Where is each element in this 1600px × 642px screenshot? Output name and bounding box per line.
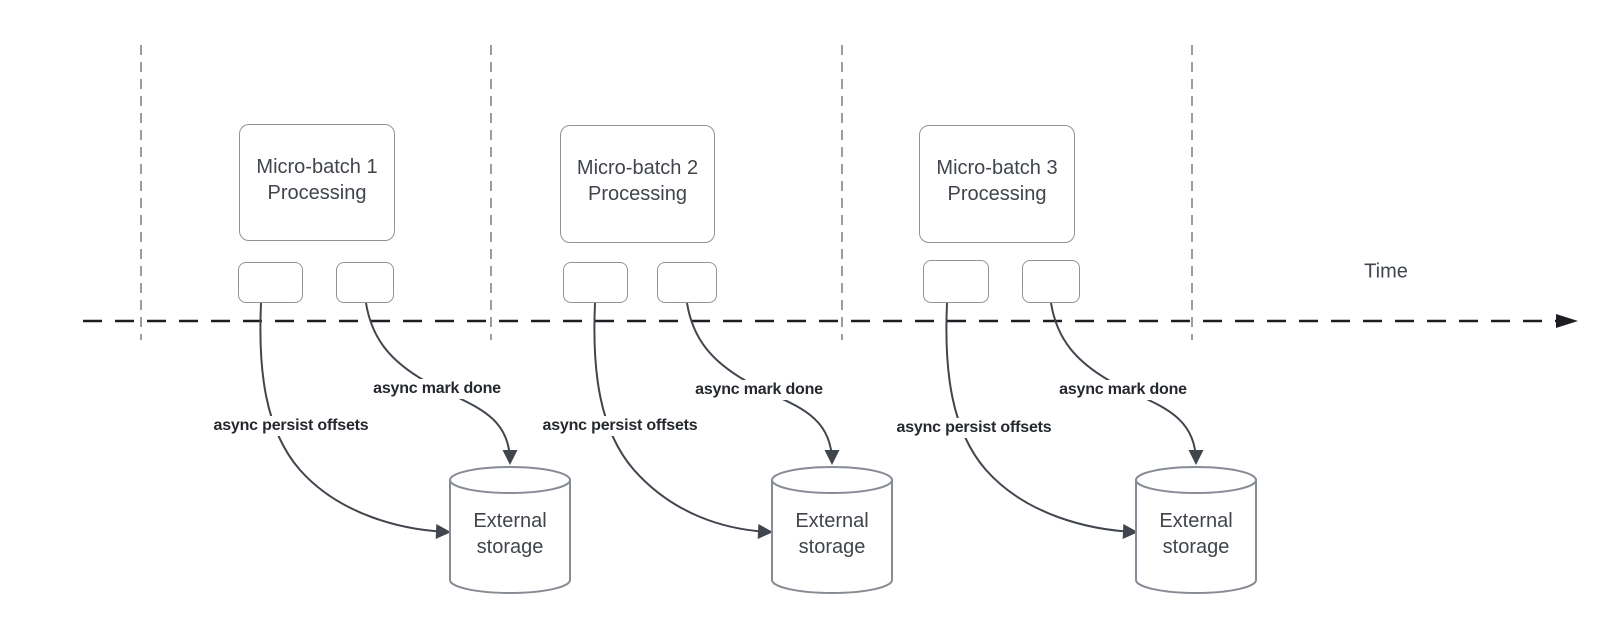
external-storage-cylinder-2 [771,466,893,594]
mark-done-task-box-2 [657,262,717,303]
persist-task-box-1 [238,262,303,303]
micro-batch-3-title-line1: Micro-batch 3 [936,157,1058,179]
external-storage-2-line2: storage [798,536,866,558]
external-storage-1-line2: storage [476,536,544,558]
external-storage-3-line2: storage [1162,536,1230,558]
external-storage-label-1: External storage [450,474,570,594]
persist-offsets-label-1: async persist offsets [210,416,372,436]
persist-offsets-arrow-2 [593,302,773,539]
persist-offsets-label-2: async persist offsets [539,416,701,436]
persist-offsets-arrow-1 [259,302,451,539]
mark-done-label-1: async mark done [370,379,504,399]
mark-done-task-box-3 [1022,260,1080,303]
micro-batch-2-title-line1: Micro-batch 2 [576,157,699,179]
persist-offsets-arrow-3 [945,302,1138,539]
external-storage-cylinder-1 [449,466,571,594]
micro-batch-2-title-line2: Processing [588,183,687,205]
micro-batch-2-box: Micro-batch 2 Processing [560,125,715,243]
external-storage-3-line1: External [1159,510,1233,532]
persist-offsets-label-3: async persist offsets [893,418,1055,438]
external-storage-label-2: External storage [772,474,892,594]
mark-done-label-2: async mark done [692,380,826,400]
micro-batch-3-title-line2: Processing [947,183,1047,205]
micro-batch-3-box: Micro-batch 3 Processing [919,125,1075,243]
persist-task-box-3 [923,260,989,303]
time-axis-label: Time [1364,260,1408,283]
external-storage-label-3: External storage [1136,474,1256,594]
time-axis-arrowhead-icon [1556,314,1578,328]
mark-done-task-box-1 [336,262,394,303]
external-storage-cylinder-3 [1135,466,1257,594]
mark-done-label-3: async mark done [1056,380,1190,400]
persist-task-box-2 [563,262,628,303]
micro-batch-1-title-line2: Processing [267,181,367,204]
external-storage-1-line1: External [473,510,547,532]
external-storage-2-line1: External [795,510,869,532]
micro-batch-1-box: Micro-batch 1 Processing [239,124,395,241]
micro-batch-1-title-line1: Micro-batch 1 [256,155,378,178]
